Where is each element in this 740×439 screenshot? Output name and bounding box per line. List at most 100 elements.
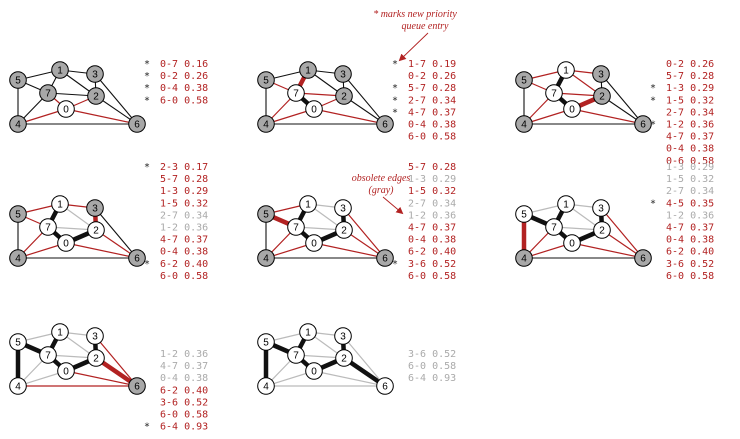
new-entry-star: * <box>392 259 398 270</box>
vertex-circle <box>515 249 533 267</box>
vertex-circle <box>257 205 275 223</box>
pq-entry: 6-0 0.58 <box>408 132 456 143</box>
vertex-circle <box>128 377 146 395</box>
pq-entry: 1-2 0.36 <box>160 223 208 234</box>
new-entry-star: * <box>144 259 150 270</box>
vertex-circle <box>9 333 27 351</box>
vertex-label: 1 <box>563 200 569 211</box>
vertex-label: 1 <box>563 66 569 77</box>
vertex-label: 0 <box>311 239 317 250</box>
new-entry-star: * <box>144 71 150 82</box>
vertex-circle <box>87 349 105 367</box>
priority-queue: 0-2 0.265-7 0.28*1-3 0.29*1-5 0.322-7 0.… <box>650 59 714 167</box>
vertex-2: 2 <box>87 87 105 105</box>
vertex-label: 6 <box>134 382 140 393</box>
vertex-7: 7 <box>39 84 57 102</box>
vertex-circle <box>593 221 611 239</box>
vertex-label: 1 <box>57 328 63 339</box>
pq-entry: 0-4 0.38 <box>666 144 714 155</box>
vertex-label: 7 <box>45 89 51 100</box>
vertex-label: 0 <box>63 239 69 250</box>
vertex-circle <box>257 115 275 133</box>
vertex-2: 2 <box>593 87 611 105</box>
vertex-circle <box>9 115 27 133</box>
vertex-0: 0 <box>57 234 75 252</box>
vertex-7: 7 <box>287 218 305 236</box>
pq-entry: 1-5 0.32 <box>666 174 714 185</box>
obsolete-note-arrow <box>382 196 404 215</box>
vertex-label: 5 <box>15 76 21 87</box>
vertex-label: 0 <box>569 239 575 250</box>
vertex-circle <box>57 234 75 252</box>
vertex-label: 1 <box>57 200 63 211</box>
priority-queue: *2-3 0.175-7 0.281-3 0.291-5 0.322-7 0.3… <box>144 162 208 282</box>
vertex-0: 0 <box>57 100 75 118</box>
edge-3-6 <box>600 73 644 125</box>
vertex-label: 0 <box>569 105 575 116</box>
edge-3-6 <box>94 335 138 387</box>
vertex-4: 4 <box>257 377 275 395</box>
vertex-5: 5 <box>9 205 27 223</box>
vertex-circle <box>592 65 610 83</box>
pq-entry: 0-4 0.38 <box>666 235 714 246</box>
vertex-label: 4 <box>263 382 269 393</box>
vertex-label: 4 <box>15 254 21 265</box>
star-note-line2: queue entry <box>402 21 449 32</box>
vertex-circle <box>299 61 317 79</box>
vertex-6: 6 <box>128 249 146 267</box>
vertex-5: 5 <box>9 71 27 89</box>
vertex-label: 5 <box>521 210 527 221</box>
pq-entry: 3-6 0.52 <box>666 259 714 270</box>
pq-entry: 6-4 0.93 <box>408 373 456 384</box>
vertex-circle <box>87 87 105 105</box>
vertex-circle <box>305 234 323 252</box>
pq-entry: 5-7 0.28 <box>666 71 714 82</box>
edge-3-6 <box>94 207 138 259</box>
vertex-label: 5 <box>263 338 269 349</box>
priority-queue: *0-7 0.16*0-2 0.26*0-4 0.38*6-0 0.58 <box>144 59 208 106</box>
vertex-circle <box>545 84 563 102</box>
vertex-circle <box>299 323 317 341</box>
obsolete-note-line1: obsolete edges <box>352 173 411 184</box>
vertex-label: 5 <box>263 76 269 87</box>
vertex-label: 5 <box>521 76 527 87</box>
vertex-1: 1 <box>299 195 317 213</box>
vertex-3: 3 <box>334 199 352 217</box>
pq-entry: 6-2 0.40 <box>160 259 208 270</box>
vertex-2: 2 <box>335 87 353 105</box>
vertex-circle <box>376 115 394 133</box>
vertex-label: 7 <box>293 89 299 100</box>
vertex-1: 1 <box>299 323 317 341</box>
new-entry-star: * <box>392 107 398 118</box>
vertex-label: 3 <box>340 70 346 81</box>
vertex-0: 0 <box>305 234 323 252</box>
pq-entry: 0-2 0.26 <box>408 71 456 82</box>
vertex-0: 0 <box>305 100 323 118</box>
pq-entry: 4-7 0.37 <box>408 107 456 118</box>
vertex-label: 5 <box>15 210 21 221</box>
new-entry-star: * <box>144 422 150 433</box>
pq-entry: 0-4 0.38 <box>408 235 456 246</box>
pq-entry: 1-2 0.36 <box>666 210 714 221</box>
vertex-2: 2 <box>335 349 353 367</box>
pq-entry: 3-6 0.52 <box>408 349 456 360</box>
new-entry-star: * <box>144 162 150 173</box>
vertex-circle <box>39 218 57 236</box>
vertex-0: 0 <box>305 362 323 380</box>
vertex-circle <box>257 377 275 395</box>
vertex-circle <box>128 249 146 267</box>
vertex-2: 2 <box>335 221 353 239</box>
vertex-label: 2 <box>93 354 99 365</box>
edge-0-6 <box>571 108 644 125</box>
vertex-5: 5 <box>257 205 275 223</box>
annotations: * marks new priority queue entry obsolet… <box>352 9 457 215</box>
vertex-5: 5 <box>257 71 275 89</box>
vertex-7: 7 <box>287 346 305 364</box>
vertex-1: 1 <box>299 61 317 79</box>
vertex-4: 4 <box>9 377 27 395</box>
